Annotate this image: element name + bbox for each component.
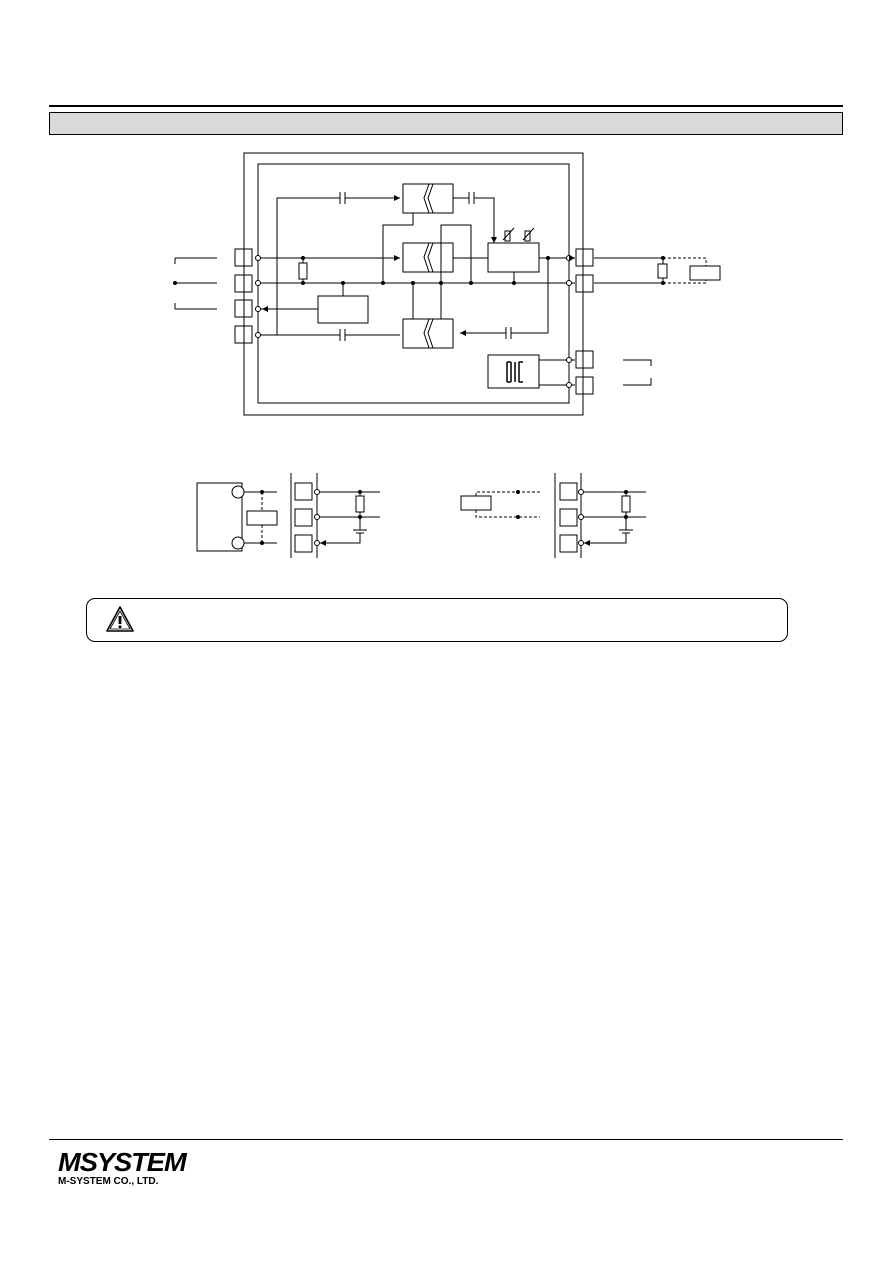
terminal-left-4 bbox=[234, 325, 253, 344]
warning-notice bbox=[86, 598, 788, 642]
resistor-input bbox=[298, 262, 308, 280]
terminal-left-2 bbox=[234, 274, 253, 293]
section-header-bar bbox=[49, 112, 843, 135]
company-logo: MSYSTEM M-SYSTEM CO., LTD. bbox=[58, 1149, 187, 1188]
warning-triangle-icon bbox=[106, 606, 134, 632]
logo-wordmark: MSYSTEM bbox=[58, 1147, 187, 1177]
power-block bbox=[487, 354, 540, 389]
terminal-right-3 bbox=[575, 350, 594, 369]
load-block bbox=[689, 265, 721, 281]
enclosure-outer bbox=[243, 152, 584, 416]
transformer-icon bbox=[506, 361, 523, 383]
output-block bbox=[487, 242, 540, 273]
terminal-left-1 bbox=[234, 248, 253, 267]
footer-rule bbox=[49, 1139, 843, 1140]
sensor-box bbox=[196, 482, 243, 552]
resistor-output bbox=[657, 263, 668, 279]
company-name: M-SYSTEM CO., LTD. bbox=[58, 1176, 159, 1187]
terminal-right-2 bbox=[575, 274, 594, 293]
top-rule bbox=[49, 105, 843, 107]
terminal-right-1 bbox=[575, 248, 594, 267]
schematic-diagram bbox=[173, 152, 721, 558]
circuit-block bbox=[317, 295, 369, 324]
terminal-right-4 bbox=[575, 376, 594, 395]
terminal-left-3 bbox=[234, 299, 253, 318]
isolator-bottom bbox=[402, 318, 454, 349]
